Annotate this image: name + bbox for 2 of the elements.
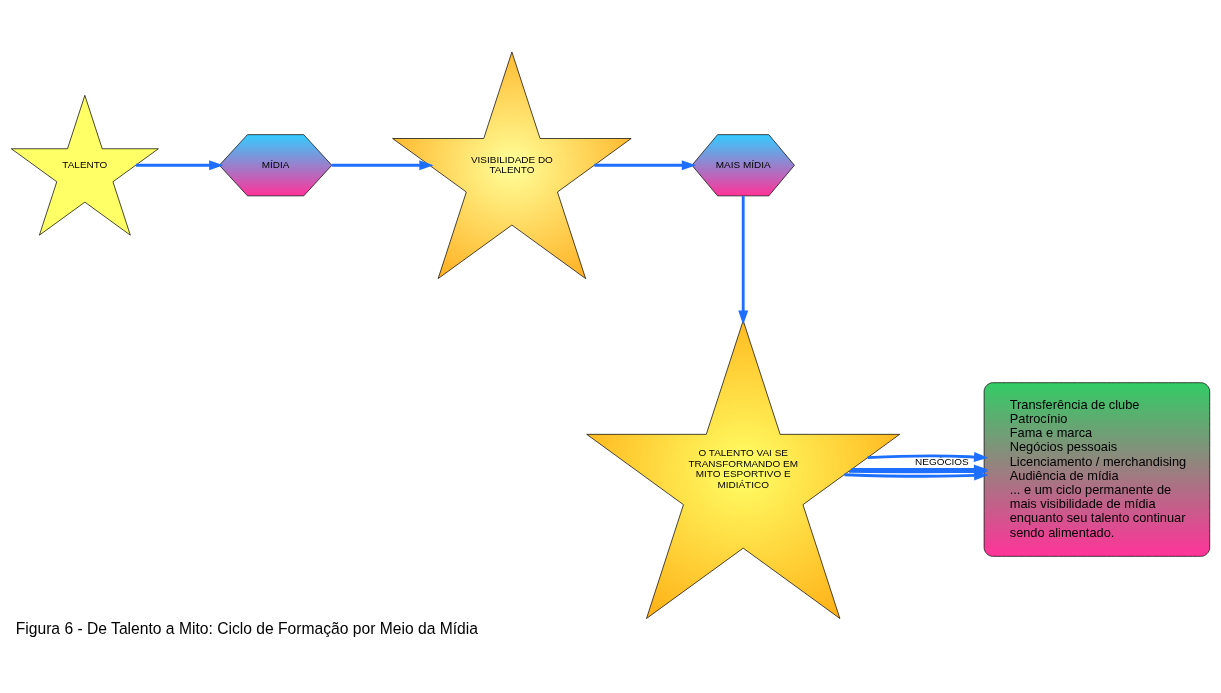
edge-label: NEGÓCIOS xyxy=(915,455,969,467)
caption: Figura 6 - De Talento a Mito: Ciclo de Formação por Meio da Mídia xyxy=(15,619,478,637)
